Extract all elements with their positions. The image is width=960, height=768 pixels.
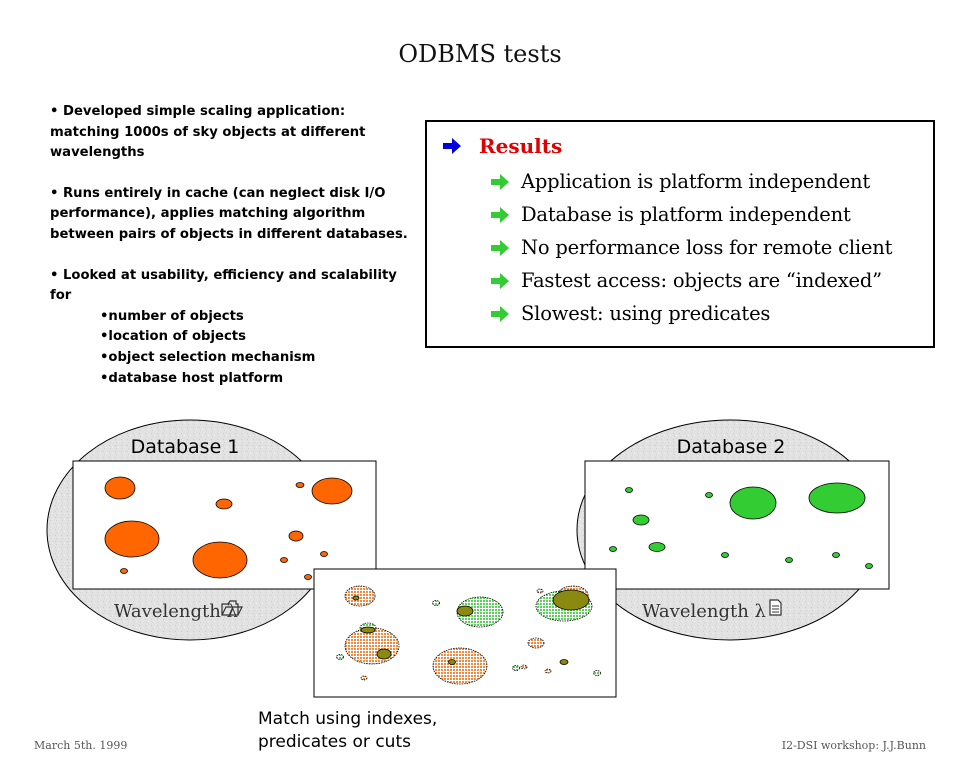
matched-object [344,585,376,607]
sky-object [280,557,288,563]
overlap-object [352,595,360,601]
match-caption-line: predicates or cuts [258,732,411,752]
database-1-label: Database 1 [131,436,240,458]
matched-object [536,588,544,594]
sky-object [705,492,713,498]
sky-object [721,552,729,558]
sub-bullet-item: •location of objects [100,329,246,345]
result-item: Slowest: using predicates [491,302,770,325]
database-2-panel [584,460,890,590]
result-item: Database is platform independent [491,203,851,226]
sky-object [215,498,233,510]
result-item: Application is platform independent [491,170,870,193]
matched-object [432,600,440,606]
folder-icon [221,600,243,616]
sub-bullet-item: •object selection mechanism [100,349,316,365]
bullet-list: • Developed simple scaling application: … [50,102,410,389]
bullet-item: • Looked at usability, efficiency and sc… [50,267,397,304]
overlap-object [559,659,569,665]
sky-object [304,574,312,580]
matched-object [544,668,552,674]
sub-bullet-item: •database host platform [100,370,284,386]
document-icon [769,599,782,616]
overlap-object [376,648,392,660]
overlap-object [456,605,474,617]
results-heading: Results [443,134,562,158]
match-panel [313,568,617,698]
sky-object [311,477,353,505]
database-2-label: Database 2 [677,436,786,458]
sky-object [632,514,650,526]
result-item-label: Fastest access: objects are “indexed” [521,269,882,292]
matched-object [336,654,344,660]
matched-object [360,675,368,681]
sky-object [320,551,328,557]
sky-object [104,520,160,558]
sky-object [808,482,866,514]
database-1-objects [104,476,353,580]
sky-object [104,476,136,500]
results-box: Results Application is platform independ… [425,120,935,348]
green-arrow-icon [491,272,509,289]
matched-object [520,664,528,670]
overlap-object [552,589,590,611]
sky-object [729,486,777,520]
result-item: No performance loss for remote client [491,236,892,259]
match-caption: Match using indexes, predicates or cuts [258,708,437,754]
matched-object [593,670,601,676]
database-2-group: Database 2 Wavelength λ [576,419,890,641]
green-arrow-icon [491,239,509,256]
matched-object [432,647,488,685]
bullet-item: • Runs entirely in cache (can neglect di… [50,185,408,242]
bullet-item: • Developed simple scaling application: … [50,104,366,161]
matched-object [527,637,545,649]
sky-object [648,542,666,552]
result-item: Fastest access: objects are “indexed” [491,269,882,292]
blue-arrow-icon [443,138,461,154]
sky-object [832,552,840,558]
footer-date: March 5th. 1999 [34,739,128,752]
database-2-wavelength-label: Wavelength λ [642,601,766,622]
matched-object [344,627,400,665]
sky-object [295,482,305,488]
results-heading-label: Results [479,134,563,158]
match-overlaps [352,589,590,665]
footer-credit: I2-DSI workshop: J.J.Bunn [781,739,926,752]
green-arrow-icon [491,305,509,322]
overlap-object [360,626,376,634]
database-1-group: Database 1 Wavelength λ [46,419,377,641]
matched-object [456,596,504,628]
database-2-objects [609,482,873,569]
sky-object [609,546,617,552]
overlap-object [448,659,456,665]
match-caption-line: Match using indexes, [258,709,438,729]
sky-object [785,557,793,563]
database-1-wavelength-label: Wavelength λ [114,601,238,622]
result-item-label: Application is platform independent [521,170,871,193]
result-item-label: Slowest: using predicates [521,302,771,325]
slide-title: ODBMS tests [398,40,562,68]
green-arrow-icon [491,173,509,190]
result-item-label: No performance loss for remote client [521,236,893,259]
sky-object [865,563,873,569]
sky-object [288,530,304,542]
sky-object [120,568,128,574]
sky-object [192,541,248,579]
result-item-label: Database is platform independent [521,203,851,226]
green-arrow-icon [491,206,509,223]
sky-object [625,487,633,493]
matched-object [512,665,520,671]
sub-bullet-item: •number of objects [100,308,244,324]
